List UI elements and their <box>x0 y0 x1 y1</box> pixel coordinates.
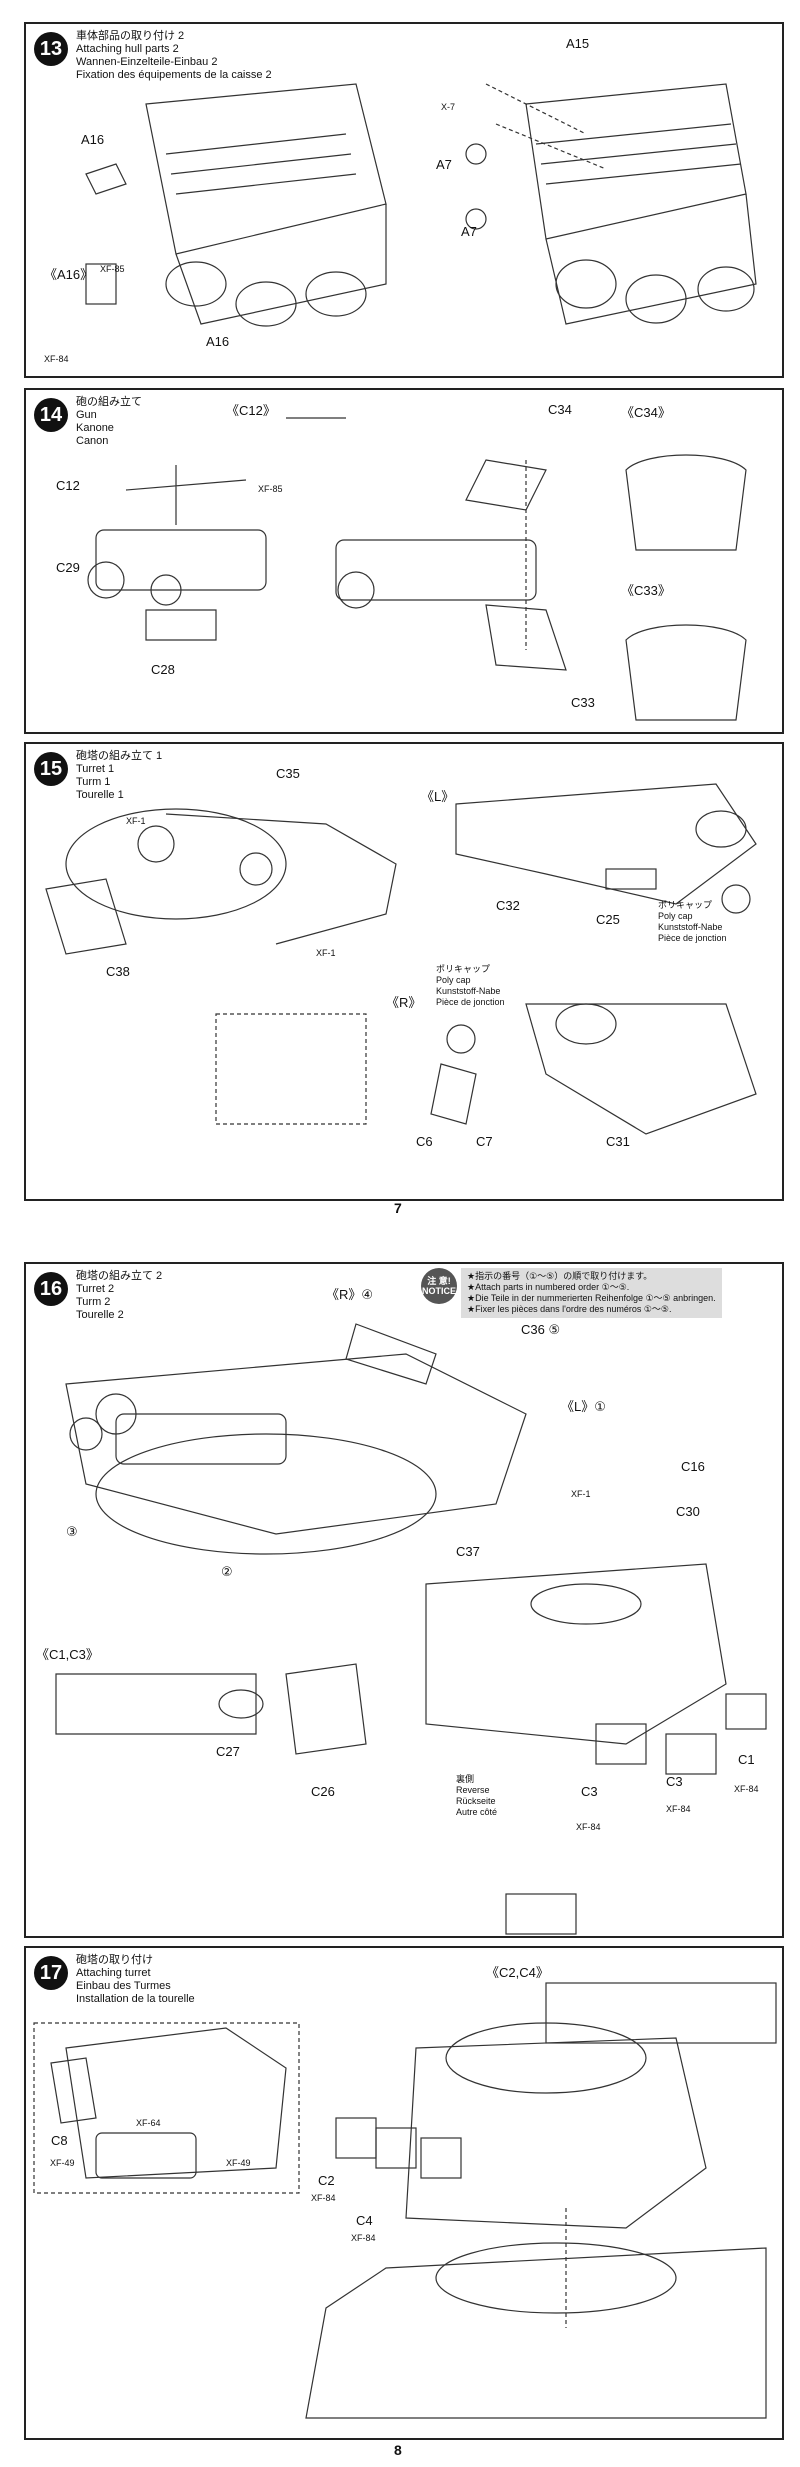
part-label-c36: C36 ⑤ <box>521 1322 561 1337</box>
label-2: ② <box>221 1564 233 1579</box>
step-number: 15 <box>34 752 68 786</box>
step-15-drawing <box>45 783 757 1135</box>
part-label-c31: C31 <box>606 1134 630 1149</box>
part-label-a15: A15 <box>566 36 590 51</box>
paint-xf49: XF-49 <box>50 2158 75 2168</box>
part-label-c16: C16 <box>681 1459 705 1474</box>
step-13-drawing <box>85 83 757 327</box>
part-label-c4: C4 <box>356 2213 373 2228</box>
step-number: 17 <box>34 1956 68 1990</box>
part-label-c32: C32 <box>496 898 520 913</box>
part-label-c1: C1 <box>738 1752 755 1767</box>
paint-xf49-2: XF-49 <box>226 2158 251 2168</box>
page-number-right: 8 <box>394 2442 402 2458</box>
part-label-c30: C30 <box>676 1504 700 1519</box>
step-14-drawing <box>87 417 747 721</box>
paint-xf84-2: XF-84 <box>351 2233 376 2243</box>
part-label-a7: A7 <box>436 157 452 172</box>
part-label-c29: C29 <box>56 560 80 575</box>
part-label-c28: C28 <box>151 662 175 677</box>
step-number: 16 <box>34 1272 68 1306</box>
part-label-c35: C35 <box>276 766 300 781</box>
detail-label-l: 《L》 <box>421 789 455 804</box>
paint-xf84: XF-84 <box>576 1822 601 1832</box>
detail-label-r: 《R》 <box>386 995 422 1010</box>
paint-xf64: XF-64 <box>136 2118 161 2128</box>
paint-xf84: XF-84 <box>44 354 69 364</box>
part-label-c38: C38 <box>106 964 130 979</box>
part-label-a16: A16 <box>81 132 105 147</box>
part-label-c8: C8 <box>51 2133 68 2148</box>
notice-badge: 注 意! NOTICE <box>421 1268 457 1304</box>
notice-box: ★指示の番号（①〜⑤）の順で取り付けます。★Attach parts in nu… <box>461 1268 722 1318</box>
part-label-c3-2: C3 <box>666 1774 683 1789</box>
detail-label-c33: 《C33》 <box>621 583 671 598</box>
part-label-c25: C25 <box>596 912 620 927</box>
paint-xf1: XF-1 <box>571 1489 591 1499</box>
detail-label-c12: 《C12》 <box>226 403 276 418</box>
part-label-c12: C12 <box>56 478 80 493</box>
part-label-c2: C2 <box>318 2173 335 2188</box>
step-number: 13 <box>34 32 68 66</box>
paint-xf1: XF-1 <box>126 816 146 826</box>
label-r4: 《R》④ <box>326 1287 374 1302</box>
paint-xf84: XF-84 <box>311 2193 336 2203</box>
detail-label-c1c3: 《C1,C3》 <box>36 1647 99 1662</box>
part-label-c34: C34 <box>548 402 572 417</box>
paint-xf85: XF-85 <box>100 264 125 274</box>
step-number: 14 <box>34 398 68 432</box>
detail-label-c34: 《C34》 <box>621 405 671 420</box>
part-label-c37: C37 <box>456 1544 480 1559</box>
label-3: ③ <box>66 1524 78 1539</box>
paint-xf85: XF-85 <box>258 484 283 494</box>
part-label-a7-2: A7 <box>461 224 477 239</box>
paint-xf84-3: XF-84 <box>734 1784 759 1794</box>
step-16-drawing <box>55 1323 767 1935</box>
part-label-c3: C3 <box>581 1784 598 1799</box>
detail-label-c2c4: 《C2,C4》 <box>486 1965 549 1980</box>
part-label-c7: C7 <box>476 1134 493 1149</box>
paint-x7: X-7 <box>441 102 456 112</box>
paint-xf1-2: XF-1 <box>316 948 336 958</box>
part-label-c26: C26 <box>311 1784 335 1799</box>
part-label-c6: C6 <box>416 1134 433 1149</box>
step-17-drawing <box>33 1982 777 2419</box>
part-label-c27: C27 <box>216 1744 240 1759</box>
part-label-a16-2: A16 <box>206 334 230 349</box>
detail-label-a16: 《A16》 <box>44 267 94 282</box>
paint-xf84-2: XF-84 <box>666 1804 691 1814</box>
part-label-c33: C33 <box>571 695 595 710</box>
label-l1: 《L》① <box>561 1399 606 1414</box>
page-number-left: 7 <box>394 1200 402 1216</box>
